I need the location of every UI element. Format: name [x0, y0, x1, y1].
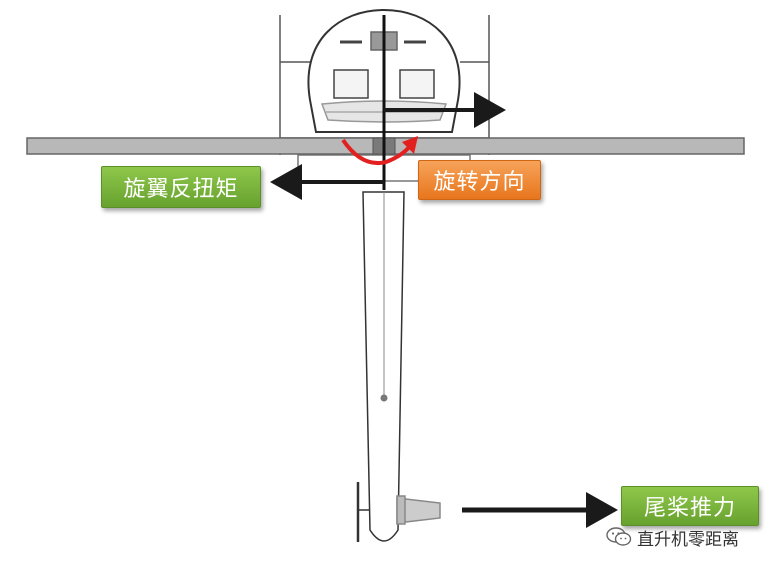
tail-rotor — [356, 482, 441, 542]
rotation-arrowhead — [402, 136, 418, 154]
counter-torque-arrowhead — [270, 164, 302, 200]
watermark: 直升机零距离 — [606, 526, 739, 550]
boom-rivet — [380, 394, 388, 402]
tail-boom — [362, 191, 405, 542]
tail-thrust-label: 尾桨推力 — [621, 486, 759, 526]
watermark-text: 直升机零距离 — [637, 529, 739, 550]
tail-thrust-arrowhead — [586, 492, 618, 528]
counter-torque-label: 旋翼反扭矩 — [101, 166, 261, 208]
upper-force-arrowhead — [474, 92, 506, 128]
wechat-icon — [606, 527, 632, 546]
rotation-arrow — [341, 138, 412, 165]
rotation-direction-label: 旋转方向 — [418, 160, 541, 200]
